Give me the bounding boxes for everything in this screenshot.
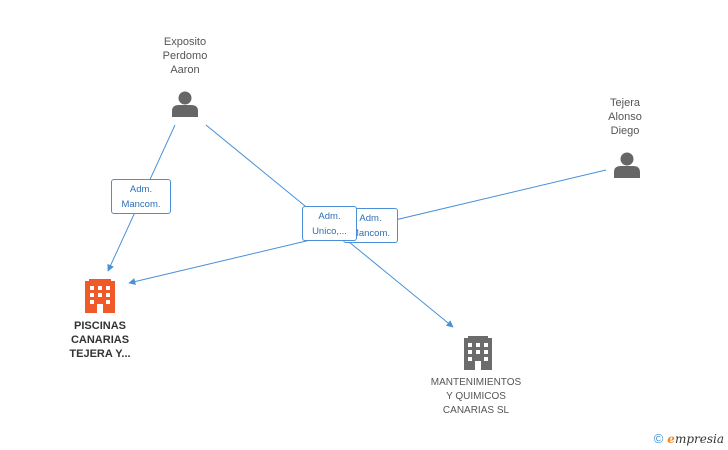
copyright-symbol: © xyxy=(653,431,664,446)
empresia-watermark: ©empresia xyxy=(654,431,724,446)
building-icon[interactable] xyxy=(464,336,492,370)
person-icon[interactable] xyxy=(172,91,198,118)
building-icon[interactable] xyxy=(85,279,115,313)
person-icon[interactable] xyxy=(614,152,640,179)
edge-label-exposito-mantenimientos: Adm. Unico,... xyxy=(302,206,357,241)
person-name-exposito[interactable]: Exposito Perdomo Aaron xyxy=(162,36,208,76)
empresia-logo: empresia xyxy=(667,432,724,446)
company-name-piscinas[interactable]: PISCINAS CANARIAS TEJERA Y... xyxy=(69,320,131,360)
edge-label-exposito-piscinas: Adm. Mancom. xyxy=(111,179,171,214)
company-name-mantenimientos[interactable]: MANTENIMIENTOS Y QUIMICOS CANARIAS SL xyxy=(430,377,522,416)
person-name-tejera[interactable]: Tejera Alonso Diego xyxy=(608,97,642,137)
